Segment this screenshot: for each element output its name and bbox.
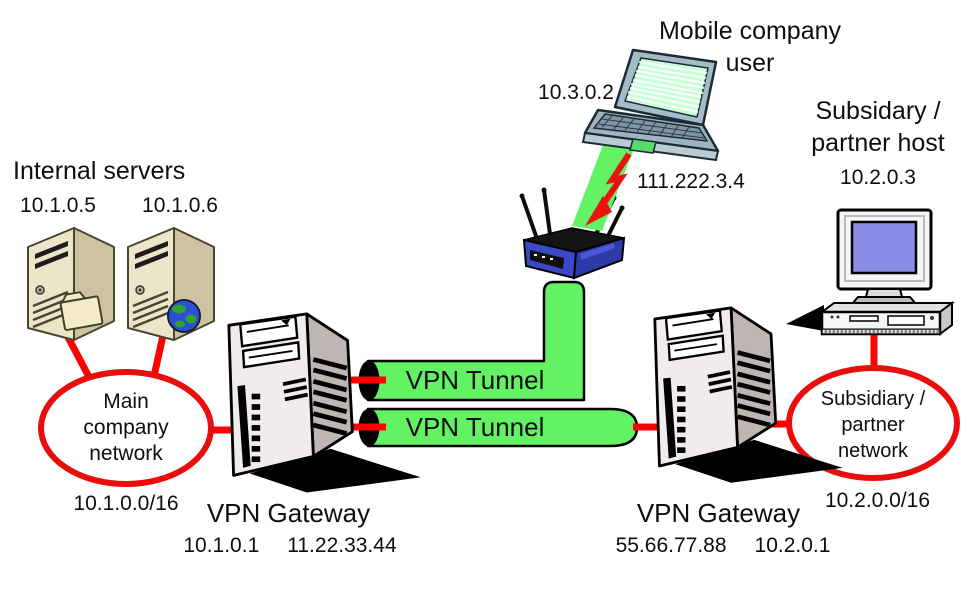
internal-server-2-icon <box>126 226 216 342</box>
globe-icon <box>167 299 201 333</box>
desktop-screen <box>850 220 918 275</box>
desktop-shadow <box>786 305 824 331</box>
mobile-user-ip-label: 10.3.0.2 <box>538 81 614 104</box>
main-network-ellipse <box>38 369 214 487</box>
laptop-screen-lines <box>626 61 708 113</box>
right-gateway-internal-ip: 10.2.0.1 <box>754 534 831 557</box>
laptop-icon <box>581 48 720 162</box>
main-network-label-line1: Main <box>103 390 149 413</box>
left-gateway-title: VPN Gateway <box>206 498 371 528</box>
desktop-computer-icon <box>786 208 955 336</box>
lightning-bolt-icon <box>585 152 632 226</box>
laptop-touchpad <box>629 138 657 154</box>
laptop-keyboard <box>598 115 705 139</box>
server1-ip-label: 10.1.0.5 <box>20 194 96 217</box>
folder-icon <box>59 291 104 331</box>
partner-network-label-line1: Subsidiary / <box>820 388 926 410</box>
vpn-gateway-left-icon <box>229 314 421 493</box>
main-network-label-line3: network <box>89 442 163 465</box>
left-gateway-external-ip: 11.22.33.44 <box>287 534 397 557</box>
left-gateway-ips: 10.1.0.1 11.22.33.44 <box>170 534 410 558</box>
left-gateway-internal-ip: 10.1.0.1 <box>183 534 260 557</box>
mobile-user-title-line2: user <box>725 49 775 77</box>
right-gateway-title: VPN Gateway <box>636 498 801 528</box>
main-network-label-line2: company <box>83 416 169 439</box>
right-gateway-ips: 55.66.77.88 10.2.0.1 <box>598 534 848 558</box>
partner-host-ip-label: 10.2.0.3 <box>840 166 916 189</box>
internal-server-1-icon <box>26 226 116 342</box>
partner-host-title-line2: partner host <box>811 129 945 157</box>
main-network-cidr-label: 10.1.0.0/16 <box>73 492 179 515</box>
right-gateway-external-ip: 55.66.77.88 <box>615 534 727 557</box>
partner-network-label-line2: partner <box>841 414 905 436</box>
partner-network-label-line3: network <box>837 440 909 462</box>
partner-network-ellipse <box>786 365 960 481</box>
partner-host-title-line1: Subsidary / <box>815 97 941 125</box>
vpn-tunnel-bottom-label: VPN Tunnel <box>405 412 545 442</box>
internal-servers-title: Internal servers <box>13 157 186 185</box>
server2-ip-label: 10.1.0.6 <box>142 194 218 217</box>
mobile-user-public-ip-label: 111.222.3.4 <box>637 170 745 193</box>
vpn-tunnel-top-label: VPN Tunnel <box>405 365 545 395</box>
mobile-user-title-line1: Mobile company <box>658 17 842 45</box>
partner-network-cidr-label: 10.2.0.0/16 <box>824 489 931 512</box>
